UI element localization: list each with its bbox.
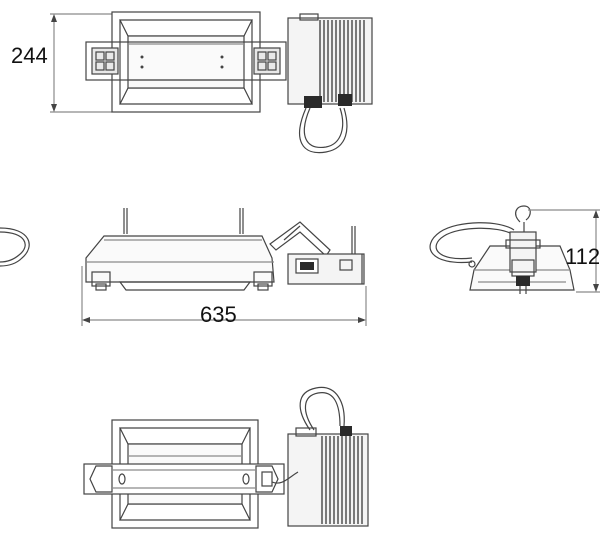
top-view: 244 — [11, 11, 373, 154]
left-cable-fragment — [0, 227, 30, 267]
end-view: 112 — [429, 205, 600, 294]
depth-dimension-label: 112 — [565, 244, 600, 269]
bottom-ballast — [261, 386, 369, 527]
depth-dimension: 112 — [528, 209, 600, 293]
top-ballast — [287, 13, 373, 154]
length-dimension: 635 — [81, 266, 367, 327]
bottom-view — [83, 386, 369, 529]
top-lamp-bar — [85, 41, 287, 81]
side-view: 635 — [0, 208, 367, 327]
side-bracket — [269, 221, 331, 257]
height-dimension: 244 — [11, 13, 112, 113]
height-dimension-label: 244 — [11, 43, 48, 68]
side-reflector — [85, 235, 275, 291]
length-dimension-label: 635 — [200, 302, 237, 327]
bottom-lamp-bar — [83, 463, 285, 495]
top-reflector — [111, 11, 261, 113]
end-socket — [505, 231, 541, 294]
end-cable — [429, 222, 515, 264]
side-ballast — [287, 226, 365, 285]
